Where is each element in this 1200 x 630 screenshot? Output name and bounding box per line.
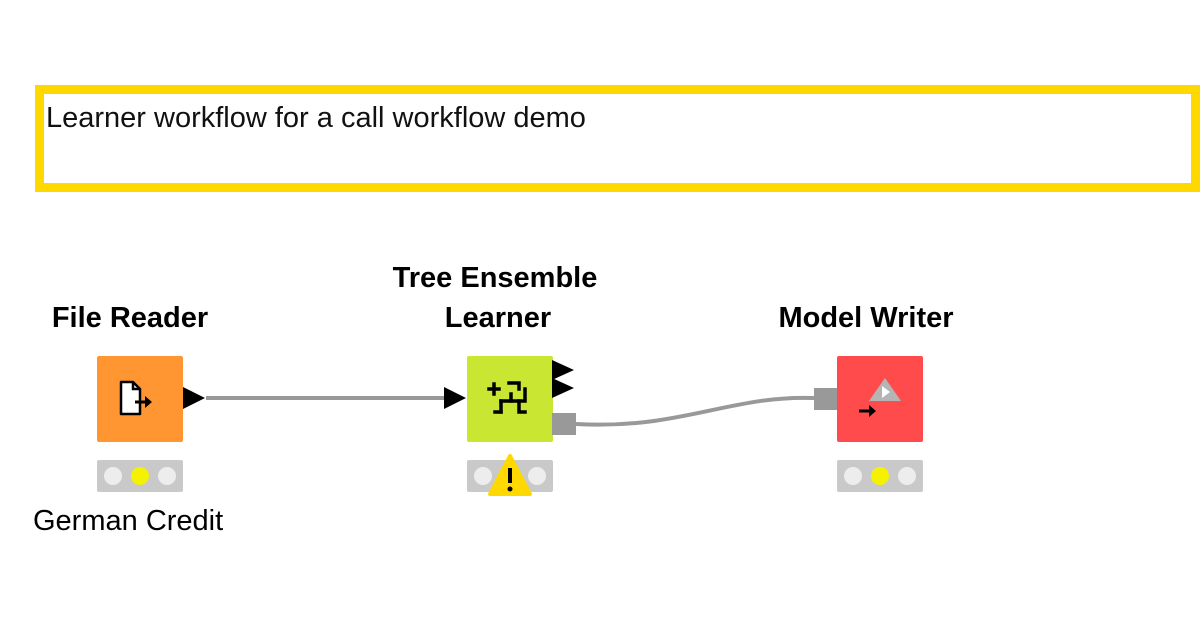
file-reader-status-lights [97,460,183,492]
status-light-yellow [871,467,889,485]
model-writer-input-port[interactable] [814,388,838,410]
connection-learner-to-model-writer[interactable] [575,395,815,427]
status-light-green [158,467,176,485]
workflow-annotation[interactable]: Learner workflow for a call workflow dem… [35,85,1200,192]
node-title-line1-tree-ensemble-learner[interactable]: Tree Ensemble [392,262,598,294]
status-light-yellow [131,467,149,485]
learner-input-port[interactable] [444,387,468,411]
learner-output-ports[interactable] [552,360,576,400]
status-light-green [528,467,546,485]
node-model-writer[interactable] [837,356,923,442]
warning-icon[interactable] [487,452,533,498]
model-writer-icon [859,378,901,417]
status-light-red [844,467,862,485]
status-light-red [104,467,122,485]
status-light-green [898,467,916,485]
annotation-text: Learner workflow for a call workflow dem… [46,102,586,134]
status-light-red [474,467,492,485]
file-reader-icon [119,380,152,416]
node-title-model-writer[interactable]: Model Writer [778,302,954,334]
node-file-reader[interactable] [97,356,183,442]
model-writer-status-lights [837,460,923,492]
node-tree-ensemble-learner[interactable] [467,356,553,442]
node-title-line2-tree-ensemble-learner[interactable]: Learner [444,302,552,334]
node-label-file-reader[interactable]: German Credit [33,505,224,537]
tree-ensemble-learner-icon [487,381,527,414]
node-title-file-reader[interactable]: File Reader [51,302,209,334]
learner-model-output-port[interactable] [552,413,576,435]
file-reader-output-port[interactable] [183,387,207,411]
